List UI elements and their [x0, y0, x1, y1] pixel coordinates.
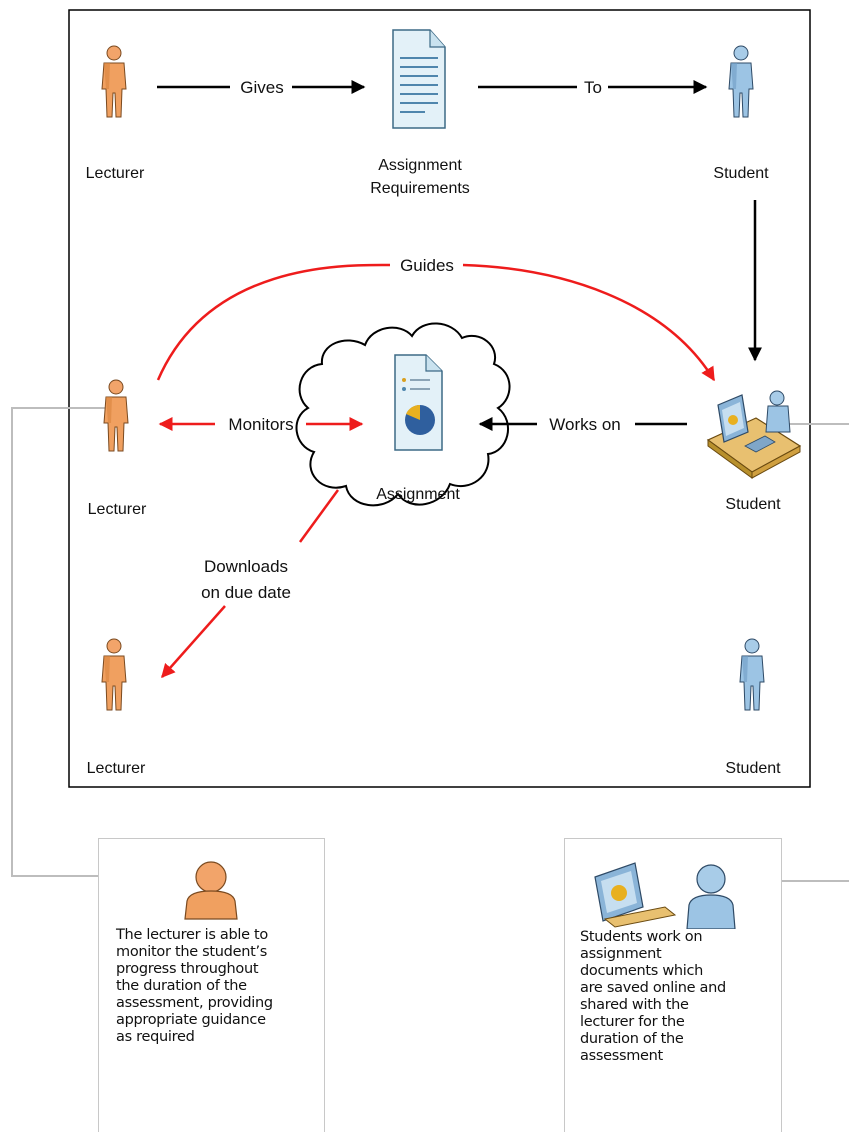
document-icon — [392, 29, 446, 129]
requirements-label-line2: Requirements — [370, 180, 470, 197]
guides-arrow-line-a — [156, 263, 391, 381]
monitors-label: Monitors — [228, 415, 293, 434]
student-note-text: Students work on assignment documents wh… — [580, 929, 726, 1064]
lecturer-top-label: Lecturer — [86, 165, 145, 182]
student-top-label: Student — [713, 165, 769, 182]
lecturer-large-icon — [184, 861, 238, 920]
gives-label: Gives — [240, 78, 283, 97]
lecturer-note-card: The lecturer is able to monitor the stud… — [98, 838, 325, 1132]
student-mid-label: Student — [725, 496, 781, 513]
assignment-chart-document-icon — [394, 354, 443, 451]
student-workstation-icon — [706, 390, 802, 479]
lecturer-bottom-person-icon — [101, 638, 127, 711]
lecturer-mid-label: Lecturer — [88, 501, 147, 518]
downloads-arrow-line-a — [298, 489, 340, 543]
student-large-icon — [594, 862, 736, 929]
downloads-label-line2: on due date — [201, 583, 291, 602]
student-bottom-person-icon — [739, 638, 765, 711]
lecturer-note-connector — [11, 407, 121, 877]
student-person-icon — [728, 45, 754, 118]
diagram-frame — [68, 9, 811, 788]
downloads-arrow — [161, 605, 226, 679]
lecturer-mid-person-icon — [103, 379, 129, 452]
lecturer-bottom-label: Lecturer — [87, 760, 146, 777]
requirements-label-line1: Assignment — [378, 157, 462, 174]
student-bottom-label: Student — [725, 760, 781, 777]
assignment-label: Assignment — [376, 486, 460, 503]
guides-label: Guides — [400, 256, 454, 275]
to-label: To — [584, 78, 602, 97]
guides-arrow — [462, 263, 716, 382]
works-on-label: Works on — [549, 415, 621, 434]
lecturer-note-text: The lecturer is able to monitor the stud… — [116, 927, 273, 1045]
lecturer-person-icon — [101, 45, 127, 118]
student-note-card: Students work on assignment documents wh… — [564, 838, 782, 1132]
downloads-label-line1: Downloads — [204, 557, 288, 576]
